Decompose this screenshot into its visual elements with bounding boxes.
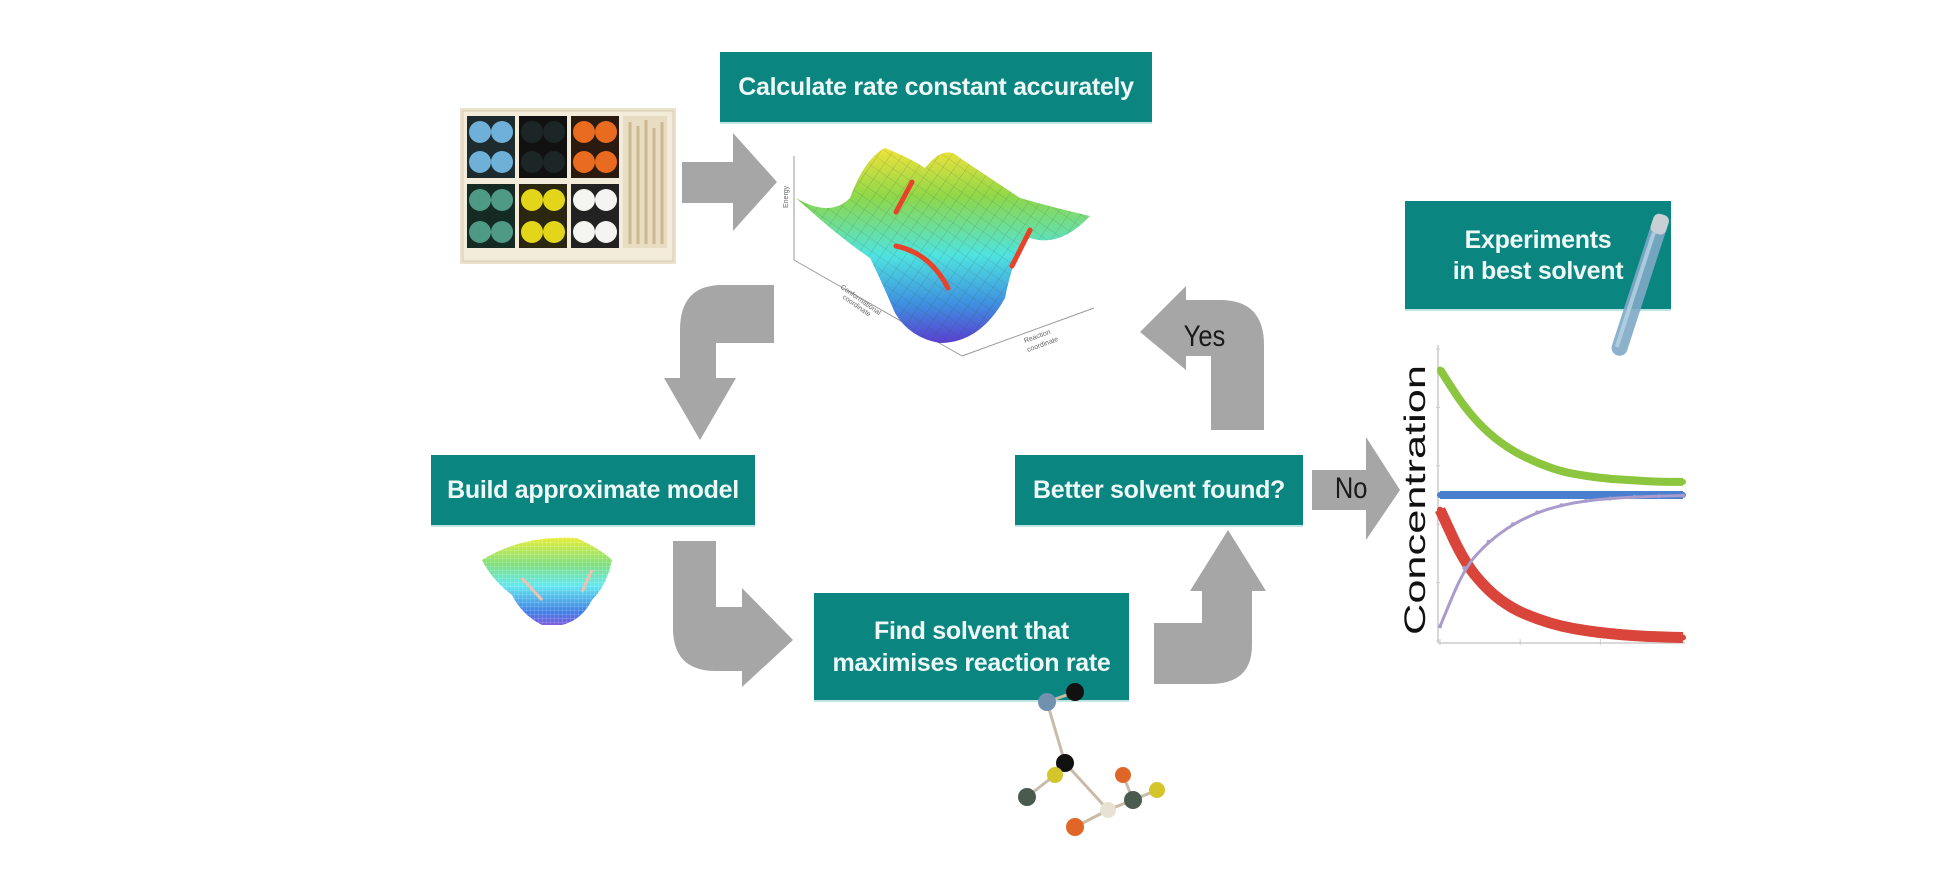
series-purple-point (1535, 510, 1540, 515)
series-red-point (1680, 634, 1686, 641)
series-green-point (1607, 475, 1614, 482)
energy-surface-image: Energy Conformational coordinate Reactio… (783, 148, 1095, 357)
step-calculate-label: Calculate rate constant accurately (738, 73, 1134, 102)
series-purple-point (1559, 503, 1564, 508)
series-red-point (1582, 627, 1589, 634)
molecular-kit-image (460, 108, 676, 264)
atom (1066, 818, 1084, 836)
series-purple-point (1583, 498, 1588, 503)
series-blue-point (1582, 492, 1589, 498)
series-purple-point (1681, 493, 1685, 498)
arrow-curve-yes (1140, 286, 1264, 430)
series-red-point (1509, 605, 1516, 612)
series-red-point (1631, 632, 1638, 639)
series-blue-point (1509, 492, 1516, 498)
step-build-label: Build approximate model (447, 476, 739, 505)
step-find-label-line1: Find solvent that (874, 617, 1069, 646)
series-green-line (1436, 367, 1683, 486)
series-green-point (1655, 478, 1662, 485)
series-purple-point (1486, 539, 1491, 544)
series-red-point (1558, 623, 1565, 630)
yes-label: Yes (1183, 320, 1226, 353)
series-purple-line (1438, 494, 1684, 627)
reaction-axis (961, 307, 1095, 357)
arrow-curve-right-to-find (673, 541, 793, 687)
step-decision: Better solvent found? (1015, 455, 1303, 527)
molecule-image (1018, 683, 1165, 836)
series-purple-point (1656, 494, 1661, 499)
series-blue-point (1607, 492, 1614, 498)
arrow-right-to-surface (682, 133, 777, 231)
series-blue-point (1461, 492, 1468, 498)
series-red-point (1655, 633, 1662, 640)
series-green-point (1582, 473, 1589, 480)
series-red-point (1607, 630, 1614, 637)
reaction-path-arrows (893, 179, 1033, 291)
series-purple-point (1608, 496, 1613, 501)
series-blue-point (1558, 492, 1565, 498)
series-green-point (1534, 459, 1541, 466)
series-purple-point (1510, 522, 1515, 527)
arrow-curve-down-to-build (664, 285, 774, 440)
arrow-curve-up-to-decision (1154, 530, 1266, 684)
series-purple-point (1462, 566, 1467, 570)
energy-axis-label: Energy (783, 185, 790, 208)
step-build-model: Build approximate model (431, 455, 755, 527)
series-purple-point (1438, 624, 1442, 629)
atom (1066, 683, 1084, 701)
atom (1100, 802, 1116, 818)
step-find-label-line2: maximises reaction rate (832, 648, 1111, 677)
no-label: No (1334, 472, 1368, 505)
step-experiments: Experiments in best solvent (1405, 201, 1671, 311)
series-green-point (1558, 468, 1565, 475)
series-red-point (1437, 506, 1443, 513)
series-blue-point (1485, 492, 1492, 498)
atom (1018, 788, 1036, 806)
series-green-point (1461, 404, 1468, 411)
series-red-line (1435, 507, 1684, 643)
test-tube-image (1611, 213, 1669, 356)
series-green-point (1680, 478, 1686, 485)
atom (1056, 754, 1074, 772)
arrow-no (1312, 437, 1400, 540)
series-green-point (1485, 430, 1492, 437)
step-find-solvent: Find solvent that maximises reaction rat… (814, 593, 1129, 702)
step-experiments-label-line1: Experiments (1464, 225, 1612, 254)
atom (1149, 782, 1165, 798)
chart-ylabel: Concentration (1399, 365, 1432, 635)
step-decision-label: Better solvent found? (1032, 476, 1286, 505)
series-purple-point (1632, 495, 1637, 500)
atom (1124, 791, 1142, 809)
series-blue-point (1534, 492, 1541, 498)
series-green-point (1509, 448, 1516, 455)
approximate-surface-image (462, 530, 632, 630)
step-calculate-rate-constant: Calculate rate constant accurately (720, 52, 1152, 124)
series-red-point (1461, 559, 1468, 566)
concentration-chart: Concentration (1399, 345, 1686, 645)
series-green-point (1437, 366, 1443, 373)
series-green-point (1631, 477, 1638, 484)
series-red-point (1485, 588, 1492, 595)
atom (1038, 693, 1056, 711)
series-red-point (1534, 616, 1541, 623)
atom (1047, 767, 1063, 783)
step-experiments-label-line2: in best solvent (1452, 257, 1624, 285)
series-blue-point (1437, 492, 1443, 498)
atom (1115, 767, 1131, 783)
